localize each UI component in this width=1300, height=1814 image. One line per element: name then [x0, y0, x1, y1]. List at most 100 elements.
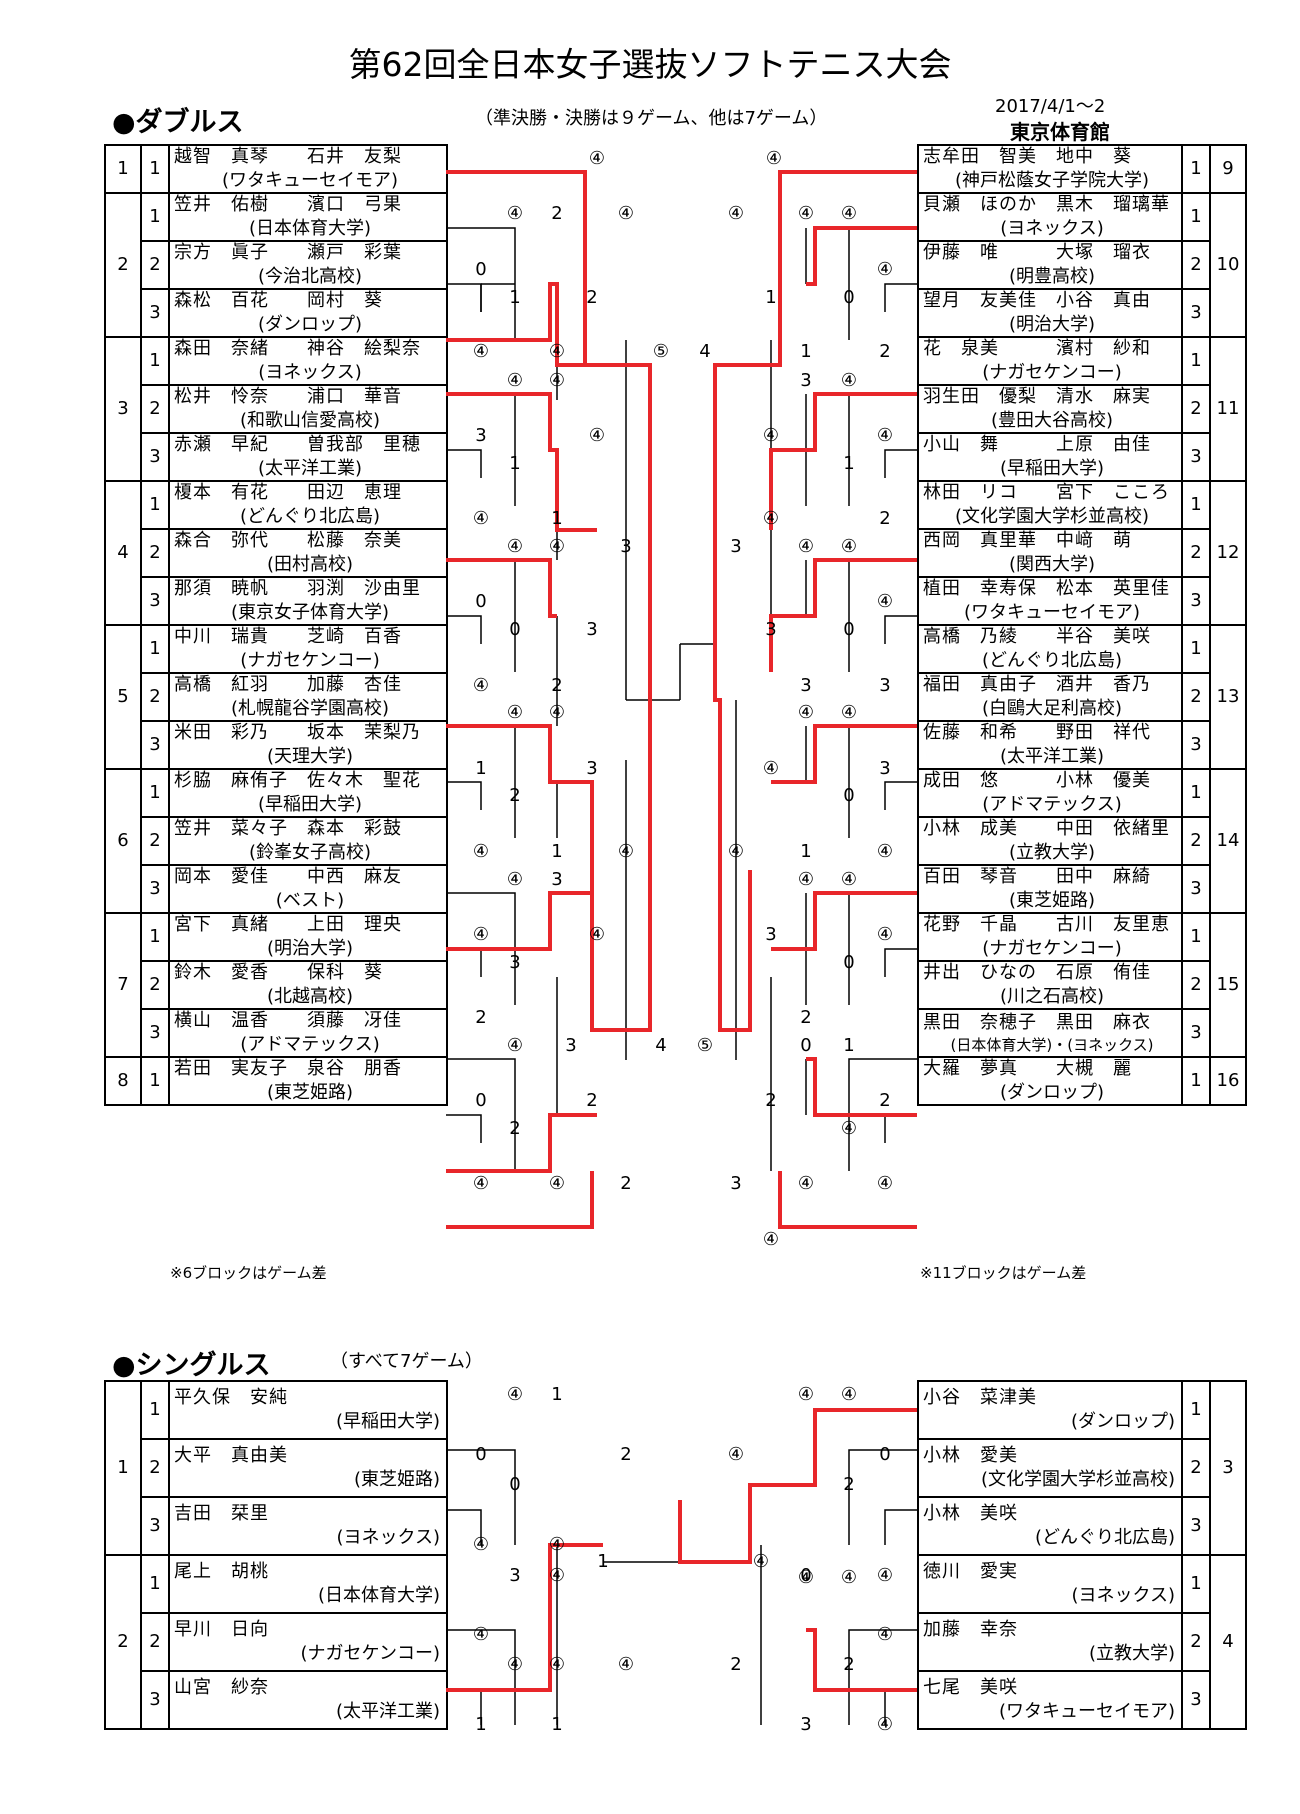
player-names: 井出 ひなの 石原 侑佳 [923, 962, 1151, 983]
player-names: 羽生田 優梨 清水 麻実 [923, 386, 1151, 407]
player-team: (ワタキューセイモア) [998, 1701, 1175, 1722]
score-label: ④ [876, 591, 894, 612]
player-team: (鈴峯女子高校) [248, 842, 372, 863]
score-label: ④ [548, 1565, 566, 1586]
position-number: 2 [1181, 240, 1211, 290]
bracket-winner-lines [446, 170, 917, 1692]
player-cell: 森松 百花 岡村 葵(ダンロップ) [168, 288, 448, 338]
player-cell: 小林 愛美(文化学園大学杉並高校) [917, 1438, 1183, 1498]
player-cell: 花野 千晶 古川 友里恵(ナガセケンコー) [917, 912, 1183, 962]
score-label: ④ [765, 148, 783, 169]
player-cell: 成田 悠 小林 優美(アドマテックス) [917, 768, 1183, 818]
player-names: 成田 悠 小林 優美 [923, 770, 1151, 791]
score-label: 0 [879, 1444, 891, 1465]
score-label: 2 [509, 1118, 521, 1139]
score-label: 0 [475, 259, 487, 280]
position-number: 3 [1181, 432, 1211, 482]
score-label: ④ [797, 702, 815, 723]
score-label: 1 [597, 1551, 609, 1572]
player-team: (ナガセケンコー) [300, 1643, 440, 1664]
block-number: 12 [1209, 480, 1247, 626]
player-cell: 大羅 夢真 大槻 麗(ダンロップ) [917, 1056, 1183, 1106]
score-label: ④ [548, 1534, 566, 1555]
score-label: 2 [843, 1474, 855, 1495]
page-title: 第62回全日本女子選抜ソフトテニス大会 [348, 45, 952, 84]
player-cell: 松井 怜奈 浦口 華音 (和歌山信愛高校) [168, 384, 448, 434]
score-label: 1 [475, 758, 487, 779]
position-number: 1 [1181, 624, 1211, 674]
player-cell: 高橋 乃綾 半谷 美咲(どんぐり北広島) [917, 624, 1183, 674]
position-number: 1 [140, 192, 170, 242]
score-label: 1 [551, 1714, 563, 1735]
position-number: 3 [1181, 1670, 1211, 1730]
position-number: 3 [140, 432, 170, 482]
score-label: ④ [762, 425, 780, 446]
player-row: 小山 舞 上原 由佳(早稲田大学)3 [917, 432, 1246, 482]
score-label: 3 [800, 675, 812, 696]
position-number: 1 [140, 768, 170, 818]
player-names: 貝瀬 ほのか 黒木 瑠璃華 [923, 194, 1170, 215]
score-label: 0 [509, 1474, 521, 1495]
score-label: ④ [472, 1534, 490, 1555]
player-names: 宮下 真緒 上田 理央 [174, 914, 402, 935]
score-label: ④ [506, 702, 524, 723]
player-team: (明治大学) [1008, 314, 1096, 335]
score-label: 0 [509, 619, 521, 640]
position-number: 3 [1181, 576, 1211, 626]
score-label: ④ [506, 1035, 524, 1056]
player-cell: 小谷 菜津美(ダンロップ) [917, 1380, 1183, 1440]
score-label: 1 [843, 1035, 855, 1056]
score-label: ④ [548, 536, 566, 557]
player-names: 松井 怜奈 浦口 華音 [174, 386, 402, 407]
player-cell: 那須 暁帆 羽渕 沙由里(東京女子体育大学) [168, 576, 448, 626]
player-cell: 宗方 眞子 瀬戸 彩葉(今治北高校) [168, 240, 448, 290]
position-number: 2 [1181, 960, 1211, 1010]
player-team: (関西大学) [1008, 554, 1096, 575]
player-row: 西岡 真里華 中﨑 萌(関西大学)2 [917, 528, 1246, 578]
player-team: (ナガセケンコー) [982, 938, 1122, 959]
player-names: 那須 暁帆 羽渕 沙由里 [174, 578, 421, 599]
player-team: (北越高校) [266, 986, 354, 1007]
singles-rule: （すべて7ゲーム） [330, 1351, 483, 1372]
score-label: 4 [655, 1035, 667, 1056]
player-team: (どんぐり北広島) [239, 506, 381, 527]
player-cell: 越智 真琴 石井 友梨(ワタキューセイモア) [168, 144, 448, 194]
score-label: 3 [800, 370, 812, 391]
player-row: 黒田 奈穂子 黒田 麻衣(日本体育大学)・(ヨネックス)3 [917, 1008, 1246, 1058]
score-label: ④ [876, 924, 894, 945]
player-team: (札幌龍谷学園高校) [230, 698, 390, 719]
player-team: (和歌山信愛高校) [239, 410, 381, 431]
position-number: 2 [140, 528, 170, 578]
player-team: (早稲田大学) [257, 794, 363, 815]
player-team: (アドマテックス) [240, 1034, 380, 1055]
player-team: (豊田大谷高校) [990, 410, 1114, 431]
score-label: ④ [588, 148, 606, 169]
position-number: 3 [140, 1008, 170, 1058]
score-label: ④ [797, 1384, 815, 1405]
score-label: ④ [472, 341, 490, 362]
player-names: 赤瀬 早紀 曽我部 里穂 [174, 434, 421, 455]
score-label: ④ [472, 924, 490, 945]
score-label: ④ [762, 1229, 780, 1250]
player-names: 高橋 紅羽 加藤 杏佳 [174, 674, 402, 695]
player-team: (日本体育大学) [248, 218, 372, 239]
player-cell: 森田 奈緒 神谷 絵梨奈(ヨネックス) [168, 336, 448, 386]
player-names: 大羅 夢真 大槻 麗 [923, 1058, 1132, 1079]
player-row: 福田 真由子 酒井 香乃(白鷗大足利高校)2 [917, 672, 1246, 722]
player-names: 杉脇 麻侑子 佐々木 聖花 [174, 770, 421, 791]
player-team: (立教大学) [1008, 842, 1096, 863]
block-number: 2 [104, 192, 142, 338]
player-row: 伊藤 唯 大塚 瑠衣(明豊高校)2 [917, 240, 1246, 290]
player-names: 岡本 愛佳 中西 麻友 [174, 866, 402, 887]
score-label: ④ [797, 536, 815, 557]
score-label: 2 [586, 287, 598, 308]
